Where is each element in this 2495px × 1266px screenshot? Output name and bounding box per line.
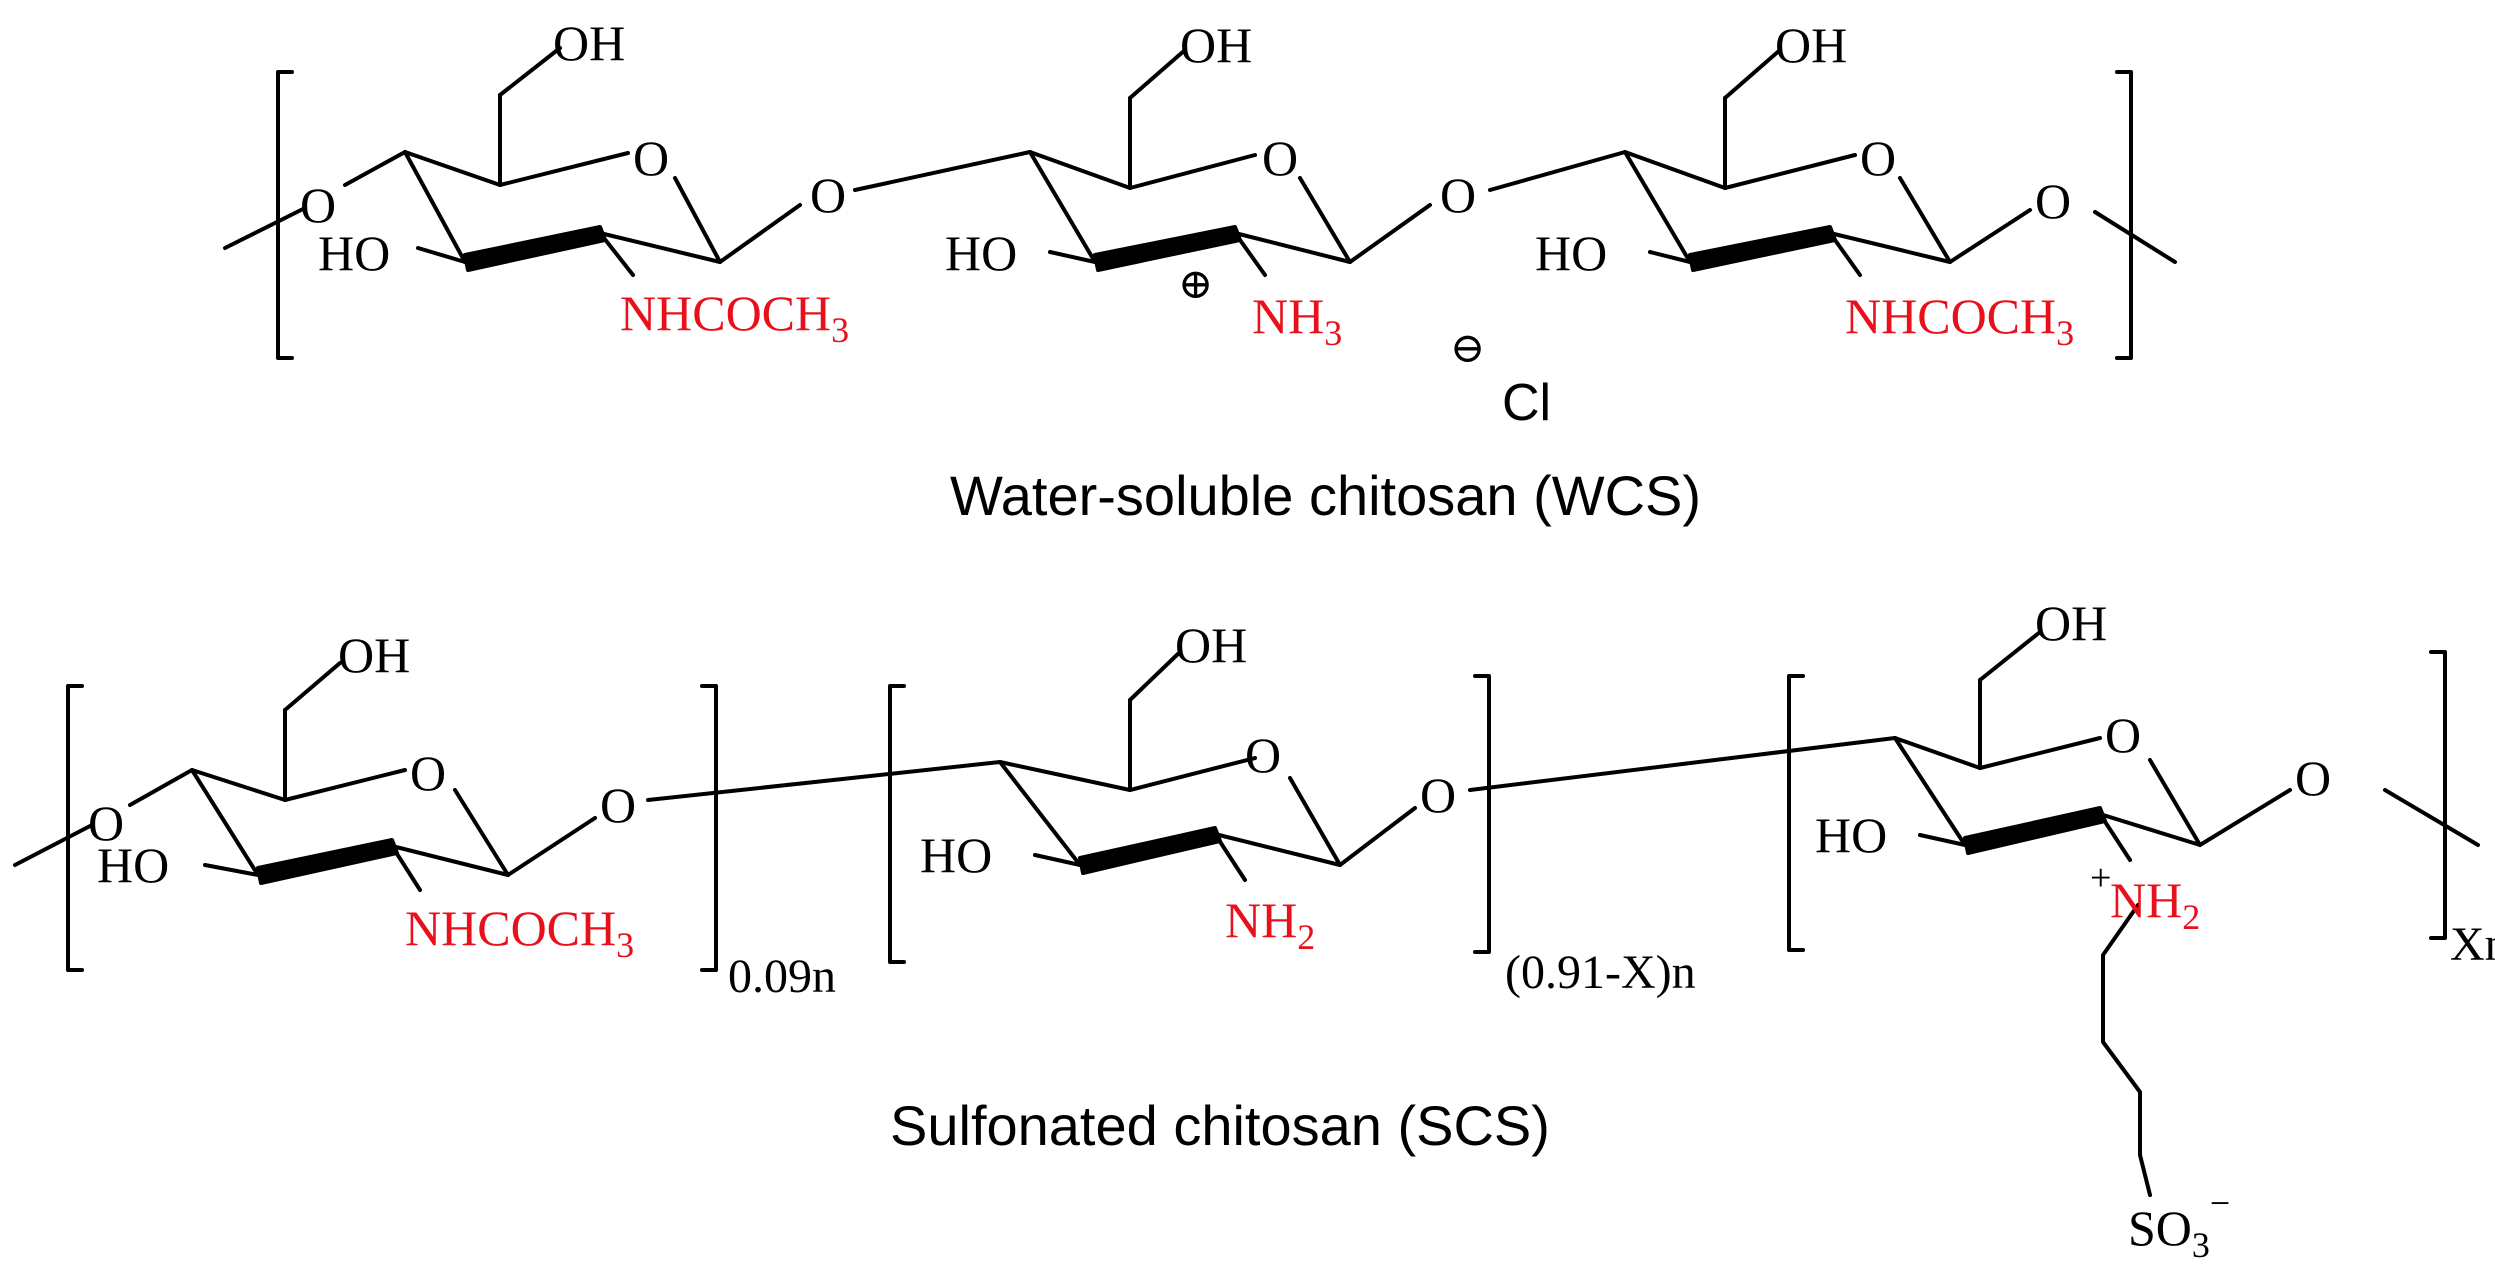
- scs-glycosidic-bond-1: [646, 760, 1002, 802]
- scs-bracket-3-left: [1787, 674, 1805, 952]
- scs-ring-3-front-bond: [1963, 806, 2107, 855]
- scs-unit1-left-o: O: [88, 795, 124, 851]
- scs-caption: Sulfonated chitosan (SCS): [890, 1094, 1550, 1157]
- scs-unit2-index: (0.91-X)n: [1505, 946, 1696, 999]
- scs-unit3-ring-o: O: [2105, 707, 2141, 763]
- wcs-unit3-ring-o: O: [1860, 130, 1896, 186]
- wcs-caption: Water-soluble chitosan (WCS): [950, 464, 1701, 527]
- wcs-unit3-substituent: NHCOCH3: [1845, 288, 2074, 353]
- wcs-unit2-ring-o: O: [1262, 130, 1298, 186]
- scs-ring-1-front-bond: [256, 838, 399, 885]
- wcs-unit1-oh: OH: [553, 15, 625, 71]
- wcs-unit2-positive-charge: ⊕: [1178, 262, 1213, 308]
- wcs-chain-end-left: [223, 206, 307, 250]
- scs-unit3-substituent: NH2: [2110, 872, 2200, 937]
- scs-unit1-link-o: O: [600, 777, 636, 833]
- scs-unit2-oh: OH: [1175, 617, 1247, 673]
- scs-structure: [13, 630, 2480, 1197]
- wcs-structure: [223, 46, 2177, 360]
- scs-unit3-link-o: O: [2295, 750, 2331, 806]
- scs-bracket-1-left: [66, 684, 84, 972]
- wcs-unit2-ho: HO: [945, 225, 1017, 281]
- wcs-unit1-ho: HO: [318, 225, 390, 281]
- scs-unit2-substituent: NH2: [1225, 892, 1315, 957]
- scs-sulfonate-group: SO3−: [2128, 1183, 2230, 1265]
- wcs-ring-2-front-bond: [1093, 225, 1242, 272]
- scs-unit3-positive-charge: +: [2090, 857, 2111, 899]
- scs-unit2-ring-o: O: [1245, 727, 1281, 783]
- scs-sulfopropyl-chain: [2101, 903, 2152, 1197]
- scs-unit1-ho: HO: [97, 837, 169, 893]
- wcs-ring-3-front-bond: [1688, 225, 1837, 272]
- scs-chain-end-right: [2383, 788, 2480, 847]
- wcs-unit3-link-o: O: [2035, 173, 2071, 229]
- wcs-ring-1: [343, 46, 802, 277]
- scs-unit1-ring-o: O: [410, 745, 446, 801]
- wcs-unit2-oh: OH: [1180, 17, 1252, 73]
- scs-unit3-oh: OH: [2035, 595, 2107, 651]
- scs-unit3-ho: HO: [1815, 807, 1887, 863]
- scs-bracket-3-right: [2429, 650, 2447, 940]
- wcs-right-bracket: [2115, 70, 2133, 360]
- scs-ring-2: [998, 650, 1417, 882]
- scs-chain-end-left: [13, 823, 94, 867]
- wcs-ring-1-front-bond: [463, 225, 607, 272]
- wcs-unit3-ho: HO: [1535, 225, 1607, 281]
- scs-bracket-2-right: [1473, 674, 1491, 954]
- scs-ring-2-front-bond: [1078, 826, 1222, 875]
- scs-unit1-index: 0.09n: [728, 950, 836, 1003]
- scs-glycosidic-bond-2: [1468, 736, 1897, 792]
- scs-unit2-link-o: O: [1420, 767, 1456, 823]
- wcs-unit3-oh: OH: [1775, 17, 1847, 73]
- wcs-unit2-link-o: O: [1440, 167, 1476, 223]
- scs-ring-1: [128, 661, 597, 892]
- wcs-unit2-substituent: NH3: [1252, 288, 1342, 353]
- wcs-ring-3: [1623, 48, 2032, 277]
- wcs-glycosidic-bond-2: [1488, 150, 1627, 192]
- scs-ring-3: [1893, 630, 2292, 1197]
- scs-unit3-index: Xn: [2450, 918, 2495, 971]
- wcs-counterion-charge: ⊖: [1450, 326, 1485, 372]
- wcs-left-bracket: [276, 70, 294, 360]
- scs-unit2-ho: HO: [920, 827, 992, 883]
- wcs-unit1-ring-o: O: [633, 130, 669, 186]
- wcs-ring-2: [1028, 48, 1432, 277]
- scs-bracket-1-right: [700, 684, 718, 972]
- scs-unit1-substituent: NHCOCH3: [405, 900, 634, 965]
- wcs-unit1-left-o: O: [300, 177, 336, 233]
- wcs-unit1-substituent: NHCOCH3: [620, 285, 849, 350]
- wcs-chain-end-right: [2093, 210, 2177, 264]
- wcs-counterion-label: Cl: [1502, 374, 1551, 432]
- wcs-unit1-link-o: O: [810, 167, 846, 223]
- scs-bracket-2-left: [888, 684, 906, 964]
- wcs-glycosidic-bond-1: [853, 150, 1032, 192]
- scs-unit1-oh: OH: [338, 627, 410, 683]
